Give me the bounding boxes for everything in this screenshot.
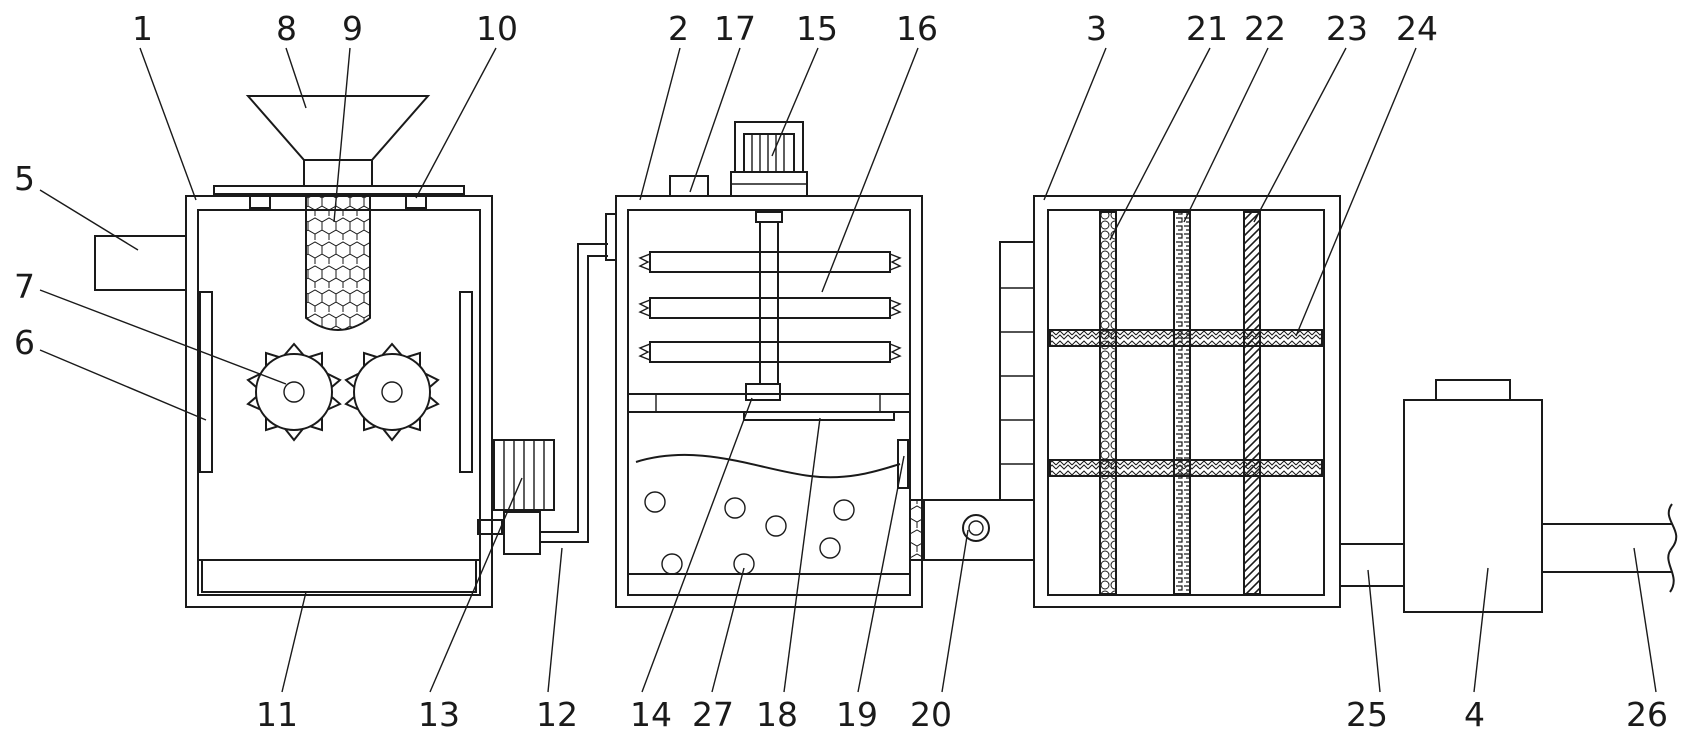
reaction-box — [615, 195, 923, 608]
leader-lines — [39, 47, 1657, 693]
label-16: 16 — [896, 9, 938, 48]
part-labels: 1 8 9 10 5 7 6 11 13 12 2 17 15 16 14 27… — [14, 9, 1668, 734]
label-14: 14 — [630, 695, 672, 734]
pump-body — [503, 511, 541, 555]
outlet-filter — [909, 499, 925, 561]
left-side-plate — [199, 291, 213, 473]
label-18: 18 — [756, 695, 798, 734]
outlet-section — [1340, 379, 1678, 613]
label-26: 26 — [1626, 695, 1668, 734]
liquid-surface — [635, 453, 901, 479]
collection-tray — [201, 559, 477, 593]
transfer-duct — [909, 241, 1035, 561]
stirring-shaft — [759, 221, 779, 385]
label-19: 19 — [836, 695, 878, 734]
support-plate-upper — [1049, 329, 1323, 347]
level-sensor — [897, 439, 909, 489]
label-17: 17 — [714, 9, 756, 48]
label-12: 12 — [536, 695, 578, 734]
device-top — [1435, 379, 1511, 401]
right-side-plate — [459, 291, 473, 473]
label-22: 22 — [1244, 9, 1286, 48]
label-11: 11 — [256, 695, 298, 734]
top-component — [669, 175, 709, 197]
label-20: 20 — [910, 695, 952, 734]
blade-3 — [649, 341, 891, 363]
label-25: 25 — [1346, 695, 1388, 734]
stirring-assembly — [638, 121, 902, 385]
label-24: 24 — [1396, 9, 1438, 48]
valve-outer — [962, 514, 990, 542]
label-4: 4 — [1464, 695, 1485, 734]
crushing-rollers — [246, 342, 440, 442]
filter-box — [1033, 195, 1341, 608]
label-15: 15 — [796, 9, 838, 48]
label-7: 7 — [14, 267, 35, 306]
pump-and-pipe — [477, 213, 617, 555]
label-21: 21 — [1186, 9, 1228, 48]
label-2: 2 — [668, 9, 689, 48]
mesh-feed-tube — [305, 195, 371, 331]
top-plate — [213, 185, 465, 195]
label-3: 3 — [1086, 9, 1107, 48]
label-9: 9 — [342, 9, 363, 48]
shaft-connector — [745, 383, 781, 401]
filter-layer-22 — [1173, 211, 1191, 595]
hopper — [245, 95, 431, 161]
label-8: 8 — [276, 9, 297, 48]
label-13: 13 — [418, 695, 460, 734]
blade-2 — [649, 297, 891, 319]
label-10: 10 — [476, 9, 518, 48]
valve-inner — [968, 520, 984, 536]
filter-layer-23 — [1243, 211, 1261, 595]
bracket-left — [249, 193, 271, 209]
support-plate-lower — [1049, 459, 1323, 477]
feed-assembly — [213, 95, 465, 331]
blade-1 — [649, 251, 891, 273]
cover-plate — [743, 411, 895, 421]
label-1: 1 — [132, 9, 153, 48]
side-inlet-pipe — [94, 235, 187, 291]
bracket-right — [405, 193, 427, 209]
label-27: 27 — [692, 695, 734, 734]
label-6: 6 — [14, 323, 35, 362]
label-23: 23 — [1326, 9, 1368, 48]
motor-casing — [734, 121, 804, 173]
treatment-device — [1403, 399, 1543, 613]
pipe-break — [1667, 503, 1678, 593]
label-5: 5 — [14, 159, 35, 198]
filter-layer-21 — [1099, 211, 1117, 595]
